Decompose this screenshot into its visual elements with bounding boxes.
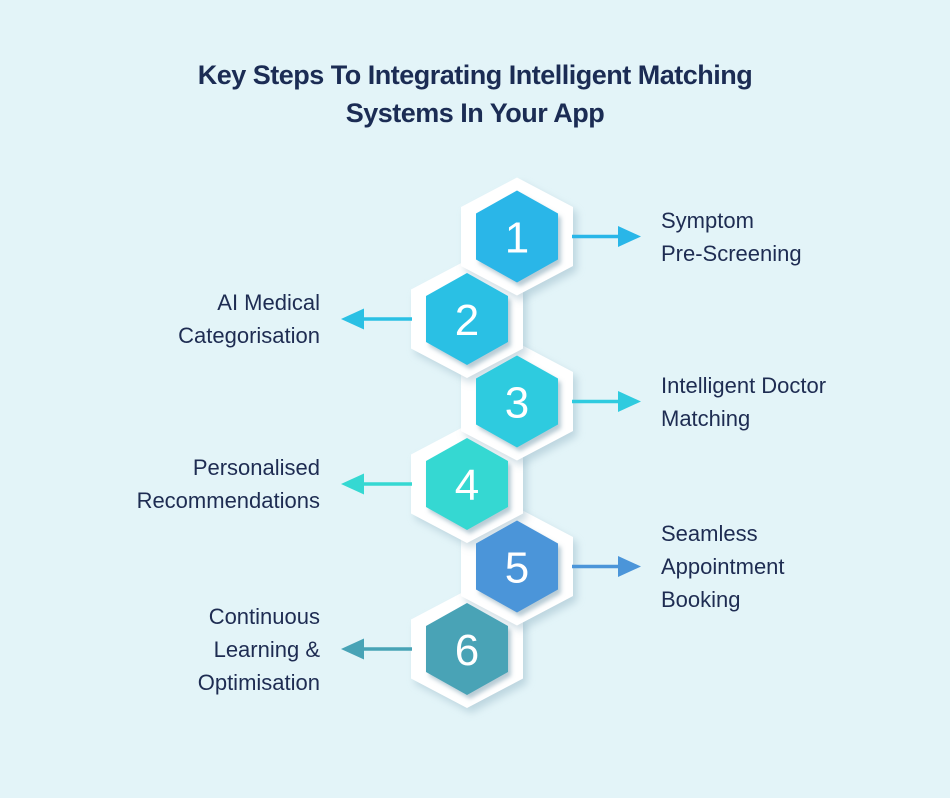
step-label-3-line-1: Intelligent Doctor [661,372,827,398]
hexagon-step-4 [426,438,508,530]
arrow-head-icon-step-5 [618,556,641,577]
arrow-head-icon-step-6 [341,638,364,660]
step-label-2-line-1: AI Medical [217,290,320,315]
step-number-2: 2 [455,296,479,345]
step-label-3-line-2: Matching [661,405,751,431]
step-number-4: 4 [455,461,479,510]
step-label-1-line-1: Symptom [661,207,754,233]
hexagon-step-5 [476,520,558,613]
hexagon-step-6 [426,603,508,695]
step-label-2-line-2: Categorisation [178,323,320,348]
step-label-5-line-2: Appointment [661,554,785,579]
hexagon-step-1 [476,190,558,283]
step-number-6: 6 [455,626,479,675]
page-title-line-1: Key Steps To Integrating Intelligent Mat… [197,60,753,90]
step-number-1: 1 [505,214,529,263]
page-title-line-2: Systems In Your App [345,98,605,128]
arrow-head-icon-step-3 [618,391,641,412]
step-label-4-line-2: Recommendations [136,488,320,513]
arrow-head-icon-step-2 [341,308,364,330]
step-number-5: 5 [505,544,529,593]
hexagon-step-2 [426,273,508,365]
hexagon-step-3 [476,355,558,448]
step-label-4-line-1: Personalised [192,455,320,480]
step-label-6-line-2: Learning & [213,636,320,662]
step-label-5-line-1: Seamless [661,521,758,546]
step-label-5-line-3: Booking [661,587,741,612]
step-number-3: 3 [505,379,529,428]
step-label-6-line-3: Optimisation [197,669,320,695]
arrow-head-icon-step-4 [341,473,364,495]
step-label-6-line-1: Continuous [208,603,320,629]
page-title: Key Steps To Integrating Intelligent Mat… [0,56,950,132]
arrow-head-icon-step-1 [618,226,641,247]
step-label-1-line-2: Pre-Screening [661,240,802,266]
